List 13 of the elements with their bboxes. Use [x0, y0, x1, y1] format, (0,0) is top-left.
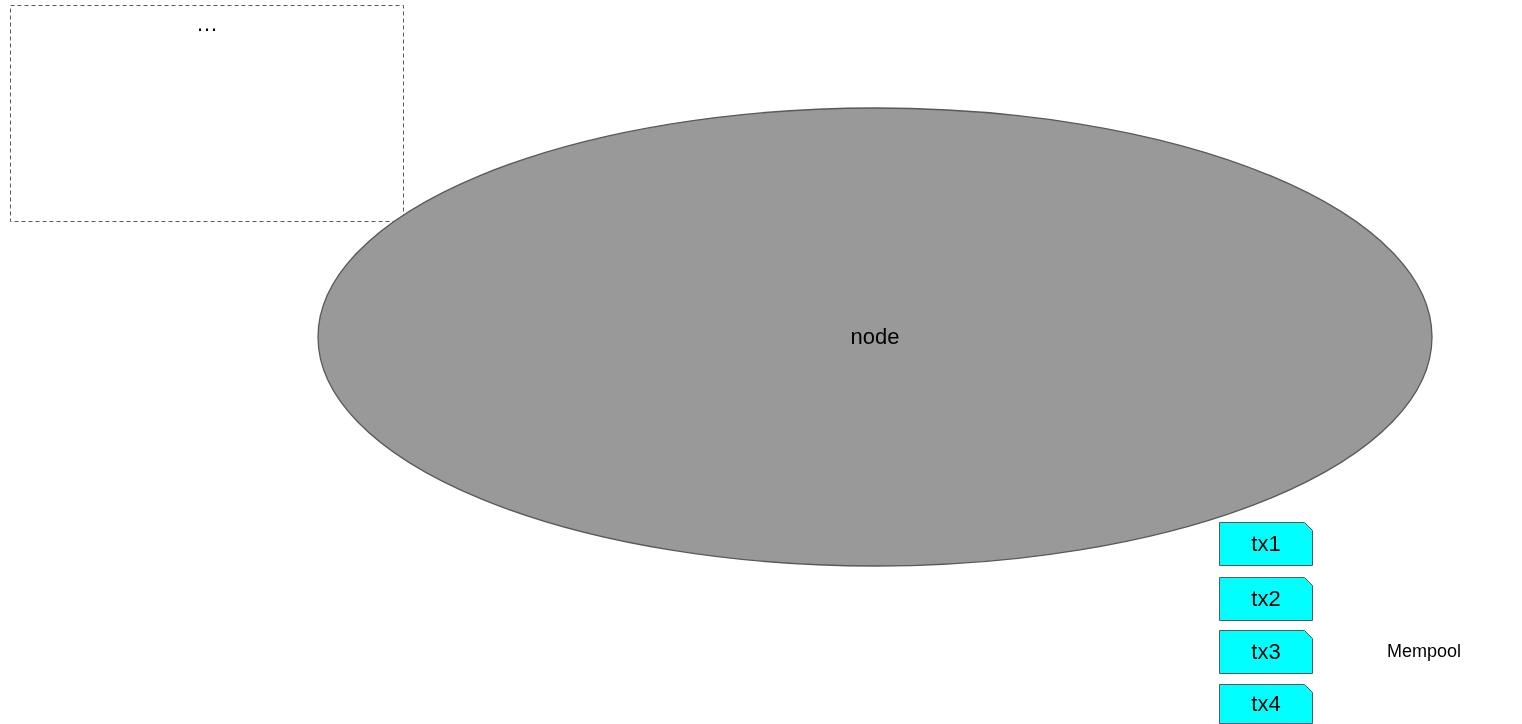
dashed-box: [10, 5, 404, 222]
transaction-box: [1219, 577, 1313, 621]
node-label: …: [196, 10, 218, 37]
group-label: Mempool: [1387, 641, 1462, 662]
transaction-box: [1219, 522, 1313, 566]
node-label: tx3: [1251, 639, 1281, 665]
transaction-box: [1219, 630, 1313, 674]
node-label: tx2: [1251, 586, 1281, 612]
node-label: tx1: [1251, 531, 1281, 557]
node-label: tx4: [1251, 691, 1281, 717]
node-label: node: [850, 324, 900, 350]
transaction-box: [1219, 684, 1313, 724]
node-ellipse: [317, 107, 1433, 567]
